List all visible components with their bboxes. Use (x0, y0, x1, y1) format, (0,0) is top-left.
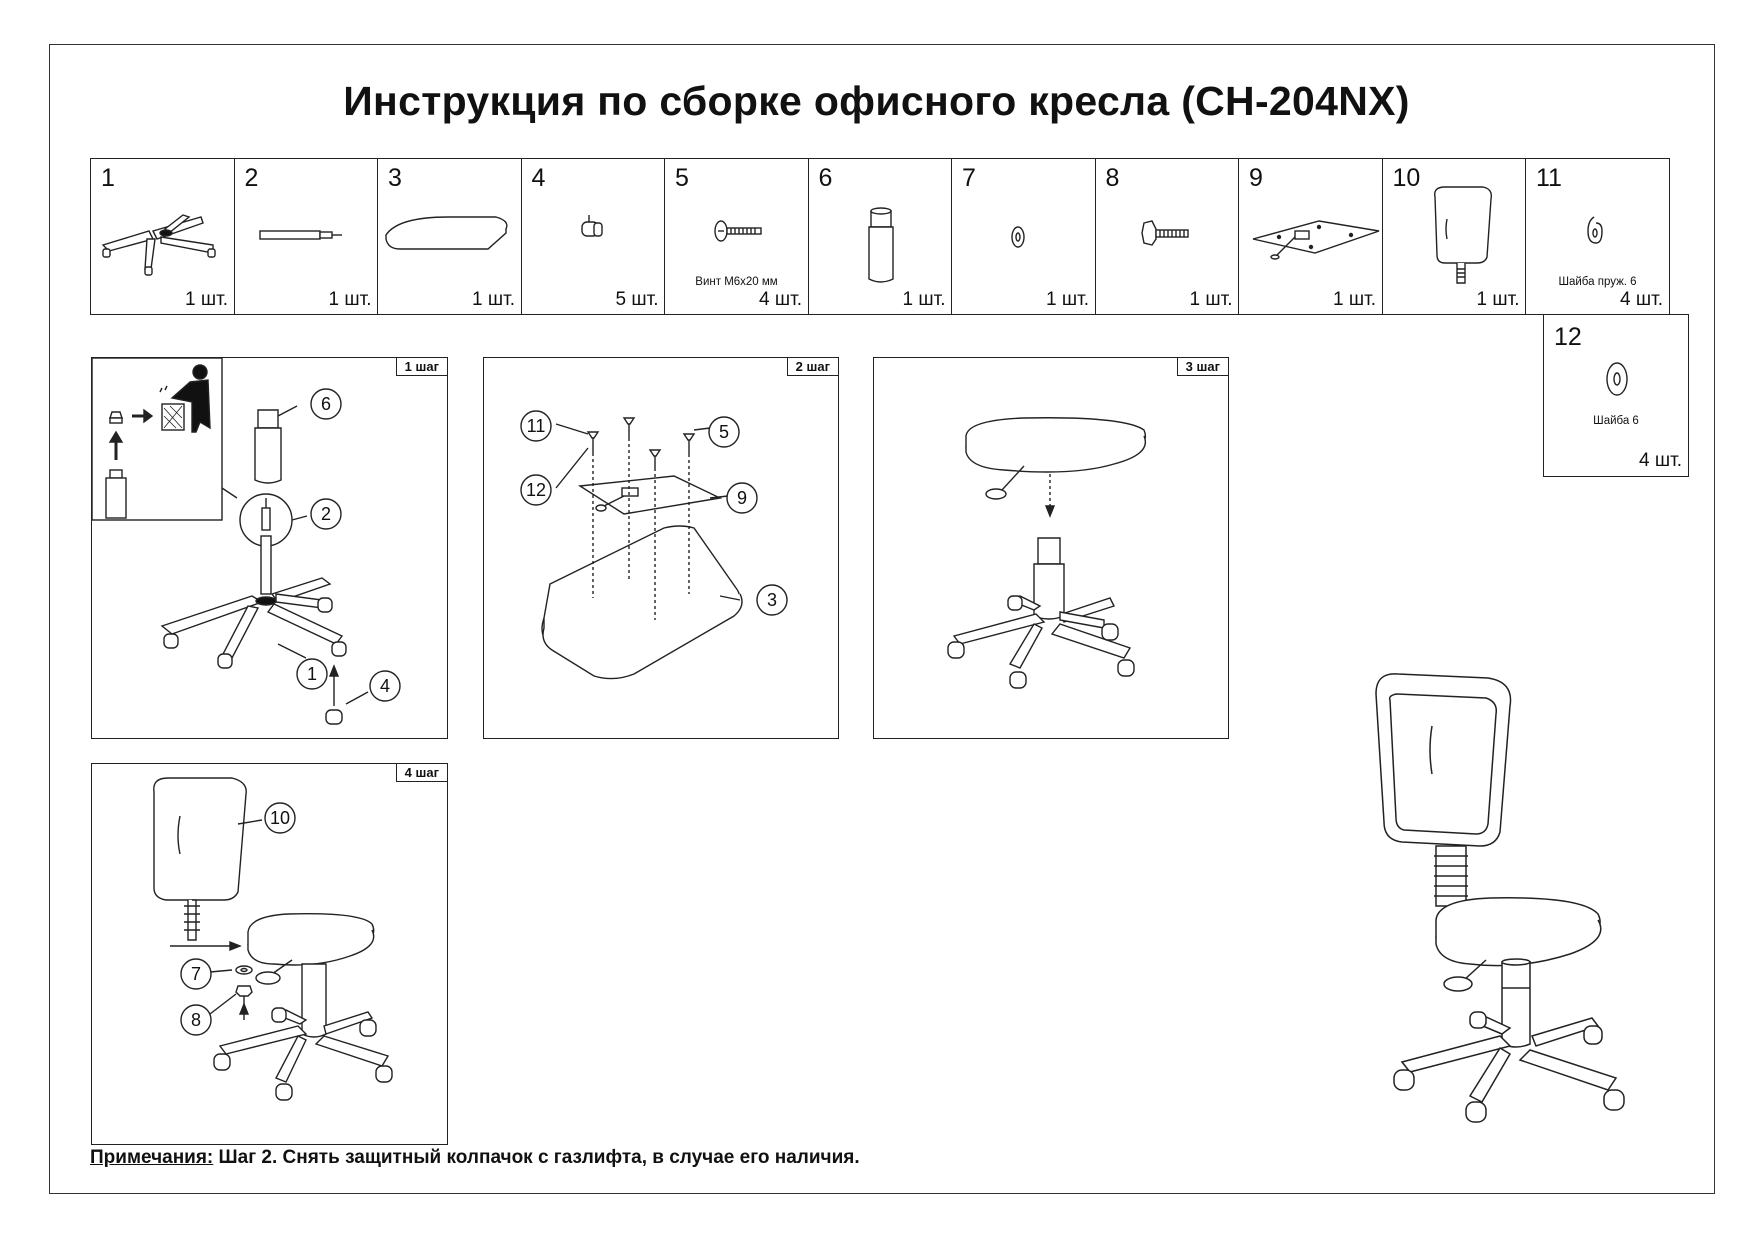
part-number: 12 (1554, 323, 1582, 351)
flat-washer-icon (1606, 362, 1628, 396)
part-quantity: 1 шт. (1189, 289, 1233, 310)
callout-6: 6 (321, 394, 331, 414)
hex-bolt-icon (1140, 220, 1189, 246)
step-2-illustration: 11 12 5 9 3 (520, 410, 788, 680)
notes-text: Шаг 2. Снять защитный колпачок с газлифт… (213, 1147, 860, 1168)
part-number: 4 (531, 164, 546, 192)
part-6: 6 1 шт. (807, 158, 953, 315)
page-title: Инструкция по сборке офисного кресла (CH… (343, 78, 1410, 124)
callout-5: 5 (719, 422, 729, 442)
notes: Примечания: Шаг 2. Снять защитный колпач… (90, 1147, 860, 1169)
backrest-icon (1433, 186, 1492, 284)
callout-4: 4 (380, 676, 390, 696)
part-number: 6 (818, 164, 833, 192)
part-number: 8 (1105, 164, 1120, 192)
part-number: 5 (675, 164, 689, 192)
part-number: 1 (101, 164, 115, 192)
notes-label: Примечания: (90, 1147, 214, 1168)
part-number: 2 (244, 164, 259, 192)
part-number: 9 (1249, 164, 1263, 192)
part-quantity: 1 шт. (185, 289, 228, 310)
part-quantity: 5 шт. (615, 289, 659, 310)
star-base-icon (101, 214, 216, 276)
part-quantity: 1 шт. (1476, 289, 1520, 310)
callout-8: 8 (191, 1010, 201, 1030)
part-1: 1 1 шт. (90, 158, 235, 315)
step-label: 3 шаг (1176, 358, 1228, 376)
spring-washer-icon (1587, 216, 1603, 244)
part-11: 11 Шайба пруж. 6 4 шт. (1525, 158, 1670, 315)
part-8: 8 1 шт. (1094, 158, 1240, 315)
callout-2: 2 (321, 504, 331, 524)
callout-11: 11 (527, 416, 546, 436)
part-quantity: 4 шт. (1620, 289, 1663, 310)
part-quantity: 1 шт. (902, 289, 946, 310)
step-1-illustration: 6 2 1 4 (92, 358, 401, 725)
part-quantity: 4 шт. (759, 289, 802, 310)
mechanism-plate-icon (1252, 220, 1380, 260)
part-3: 3 1 шт. (377, 158, 522, 315)
callout-7: 7 (191, 964, 201, 984)
step-3-panel: 3 шаг (873, 357, 1229, 739)
step-2-panel: 11 12 5 9 3 2 шаг (483, 357, 839, 739)
callout-10: 10 (270, 808, 290, 828)
part-quantity: 1 шт. (328, 289, 372, 310)
part-note: Винт М6х20 мм (695, 276, 778, 288)
part-10: 10 1 шт. (1381, 158, 1527, 315)
part-quantity: 1 шт. (1333, 289, 1376, 310)
part-5: 5 Винт М6х20 мм 4 шт. (664, 158, 809, 315)
part-number: 10 (1392, 164, 1421, 192)
gas-lift-rod-icon (258, 230, 342, 240)
step-4-illustration: 10 7 8 (153, 777, 393, 1101)
part-quantity: 1 шт. (472, 289, 515, 310)
step-4-panel: 10 7 8 4 шаг (91, 763, 448, 1145)
part-quantity: 4 шт. (1639, 450, 1682, 471)
page-frame (49, 44, 1715, 1194)
part-2: 2 1 шт. (233, 158, 379, 315)
callout-12: 12 (526, 480, 546, 500)
caster-wheel-icon (580, 215, 603, 237)
callout-9: 9 (737, 488, 747, 508)
part-7: 7 1 шт. (951, 158, 1096, 315)
part-note: Шайба пруж. 6 (1558, 276, 1637, 288)
assembled-chair-illustration (1375, 673, 1625, 1123)
gas-lift-icon (867, 207, 894, 283)
washer-icon (1011, 226, 1025, 248)
part-quantity: 1 шт. (1046, 289, 1089, 310)
step-3-illustration (947, 417, 1146, 689)
seat-icon (385, 216, 508, 250)
part-number: 11 (1536, 164, 1562, 192)
step-label: 2 шаг (786, 358, 838, 376)
step-label: 1 шаг (395, 358, 447, 376)
part-number: 7 (962, 164, 976, 192)
part-12: 12 Шайба 6 4 шт. (1543, 314, 1689, 477)
callout-1: 1 (307, 664, 317, 684)
parts-row: 1 1 шт. 2 1 шт. (90, 158, 1670, 315)
callout-3: 3 (767, 590, 777, 610)
screw-icon (714, 220, 762, 242)
step-label: 4 шаг (395, 764, 447, 782)
step-1-panel: 6 2 1 4 1 шаг (91, 357, 448, 739)
part-number: 3 (388, 164, 402, 192)
part-4: 4 5 шт. (520, 158, 666, 315)
part-note: Шайба 6 (1593, 415, 1639, 427)
part-9: 9 1 шт. (1238, 158, 1383, 315)
